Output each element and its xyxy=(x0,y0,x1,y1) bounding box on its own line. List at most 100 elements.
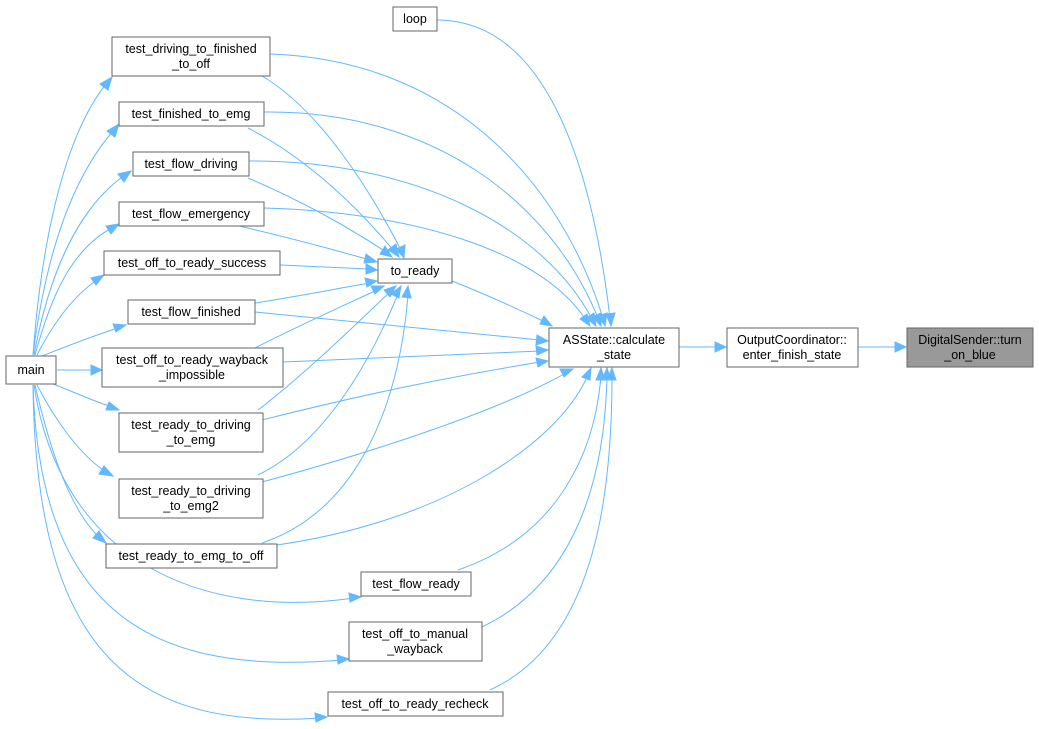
node-label: ASState::calculate xyxy=(563,333,665,347)
node-test-ready-to-emg-to-off[interactable]: test_ready_to_emg_to_off xyxy=(105,543,278,569)
arrowhead xyxy=(365,263,379,275)
edge-main-to-ready-to-driving-emg2 xyxy=(36,384,107,473)
node-label: test_ready_to_driving xyxy=(131,484,251,498)
node-test-flow-finished[interactable]: test_flow_finished xyxy=(127,299,256,325)
edge-off-to-ready-recheck-to-calculate-state xyxy=(489,375,613,691)
edge-off-to-manual-wayback-to-calculate-state xyxy=(481,375,608,628)
node-test-driving-to-finished-to-off[interactable]: test_driving_to_finished _to_off xyxy=(111,36,271,77)
node-label: test_ready_to_emg_to_off xyxy=(118,549,264,563)
edge-ready-to-driving-emg-to-to-ready xyxy=(257,291,391,411)
edge-ready-to-driving-emg2-to-to-ready xyxy=(257,293,399,476)
node-label: test_driving_to_finished xyxy=(125,42,256,56)
node-test-off-to-ready-success[interactable]: test_off_to_ready_success xyxy=(103,250,281,276)
node-label: test_off_to_ready_wayback xyxy=(116,353,269,367)
edge-wayback-to-calculate-state xyxy=(282,350,541,363)
node-label: _wayback xyxy=(386,642,443,656)
edge-main-to-driving-to-finished xyxy=(32,82,108,356)
arrowhead xyxy=(99,75,113,91)
edge-off-to-ready-success-to-to-ready xyxy=(279,264,370,270)
arrowhead xyxy=(894,341,908,353)
edge-finished-to-emg-to-calculate-state xyxy=(263,111,599,319)
edge-main-to-off-to-ready-recheck xyxy=(32,384,321,720)
node-label: _on_blue xyxy=(943,348,995,362)
node-label: _to_emg xyxy=(166,433,216,447)
graph-nodes: loop test_driving_to_finished _to_off te… xyxy=(5,6,1034,717)
arrowhead xyxy=(535,345,550,356)
node-test-flow-driving[interactable]: test_flow_driving xyxy=(132,151,250,177)
edge-wayback-to-to-ready xyxy=(254,289,378,349)
arrowhead xyxy=(105,401,121,411)
arrowhead xyxy=(90,274,106,286)
edge-ready-to-emg-to-off-to-calculate-state xyxy=(276,374,589,546)
edge-flow-emergency-to-to-ready xyxy=(234,224,371,261)
node-label: _impossible xyxy=(158,368,225,382)
node-to-ready[interactable]: to_ready xyxy=(377,258,453,284)
node-label: enter_finish_state xyxy=(743,348,842,362)
edge-main-to-off-to-manual-wayback xyxy=(32,384,343,663)
edge-main-to-off-to-ready-success xyxy=(36,279,98,356)
arrowhead xyxy=(98,465,115,477)
edge-driving-to-finished-to-calculate-state xyxy=(269,53,604,319)
node-label: DigitalSender::turn xyxy=(918,333,1022,347)
graph-edges xyxy=(32,19,908,723)
node-test-off-to-manual-wayback[interactable]: test_off_to_manual _wayback xyxy=(348,621,483,662)
node-label: main xyxy=(17,363,44,377)
node-test-flow-ready[interactable]: test_flow_ready xyxy=(360,571,472,597)
node-label: _state xyxy=(596,348,631,362)
edge-ready-to-driving-emg-to-calculate-state xyxy=(261,361,541,421)
edge-loop-to-calculate-state xyxy=(436,19,611,319)
node-label: test_off_to_manual xyxy=(362,627,468,641)
node-label: test_flow_finished xyxy=(141,305,240,319)
edge-flow-emergency-to-calculate-state xyxy=(263,207,587,321)
arrowhead xyxy=(117,170,133,183)
arrowhead xyxy=(387,243,400,259)
edge-flow-ready-to-calculate-state xyxy=(457,375,602,571)
arrowhead xyxy=(401,284,412,299)
arrowhead xyxy=(535,334,550,346)
arrowhead xyxy=(106,122,120,138)
arrowhead xyxy=(336,654,351,665)
node-test-off-to-ready-recheck[interactable]: test_off_to_ready_recheck xyxy=(327,691,504,717)
arrowhead xyxy=(92,530,108,544)
node-label: test_off_to_ready_recheck xyxy=(341,697,489,711)
arrowhead xyxy=(364,277,379,288)
arrowhead xyxy=(112,323,128,333)
node-label: test_flow_driving xyxy=(144,157,237,171)
edge-main-to-flow-finished xyxy=(41,327,119,357)
node-main[interactable]: main xyxy=(5,355,57,385)
node-label: OutputCoordinator:: xyxy=(737,333,847,347)
edge-main-to-flow-emergency xyxy=(34,227,113,356)
arrowhead xyxy=(585,312,597,328)
node-output-coordinator-enter-finish-state[interactable]: OutputCoordinator:: enter_finish_state xyxy=(726,327,859,368)
arrowhead xyxy=(363,253,379,264)
node-digitalsender-turn-on-blue[interactable]: DigitalSender::turn _on_blue xyxy=(906,327,1034,368)
edge-flow-finished-to-calculate-state xyxy=(254,311,541,341)
edge-flow-driving-to-to-ready xyxy=(247,177,387,253)
arrowhead xyxy=(395,244,406,260)
node-label: _to_off xyxy=(171,57,211,71)
node-test-off-to-ready-wayback-impossible[interactable]: test_off_to_ready_wayback _impossible xyxy=(101,347,284,388)
edge-main-to-flow-driving xyxy=(33,174,126,356)
node-test-ready-to-driving-to-emg[interactable]: test_ready_to_driving _to_emg xyxy=(118,412,264,453)
arrowhead xyxy=(105,223,121,235)
node-label: to_ready xyxy=(391,264,440,278)
arrowhead xyxy=(348,592,363,603)
arrowhead xyxy=(370,285,386,295)
arrowhead xyxy=(314,712,329,723)
arrowhead xyxy=(390,284,402,299)
node-label: test_finished_to_emg xyxy=(132,107,251,121)
edge-main-to-finished-to-emg xyxy=(32,129,115,356)
arrowhead xyxy=(579,313,591,328)
edge-flow-finished-to-to-ready xyxy=(254,282,371,304)
node-loop[interactable]: loop xyxy=(392,6,438,32)
edge-ready-to-driving-emg2-to-calculate-state xyxy=(261,372,567,483)
arrowhead xyxy=(581,366,592,381)
node-test-flow-emergency[interactable]: test_flow_emergency xyxy=(118,201,265,227)
node-label: test_off_to_ready_success xyxy=(118,256,266,270)
arrowhead xyxy=(714,341,728,353)
node-asstate-calculate-state[interactable]: ASState::calculate _state xyxy=(548,327,680,368)
arrowhead xyxy=(559,368,575,378)
node-test-finished-to-emg[interactable]: test_finished_to_emg xyxy=(118,101,265,127)
node-test-ready-to-driving-to-emg2[interactable]: test_ready_to_driving _to_emg2 xyxy=(118,478,264,519)
